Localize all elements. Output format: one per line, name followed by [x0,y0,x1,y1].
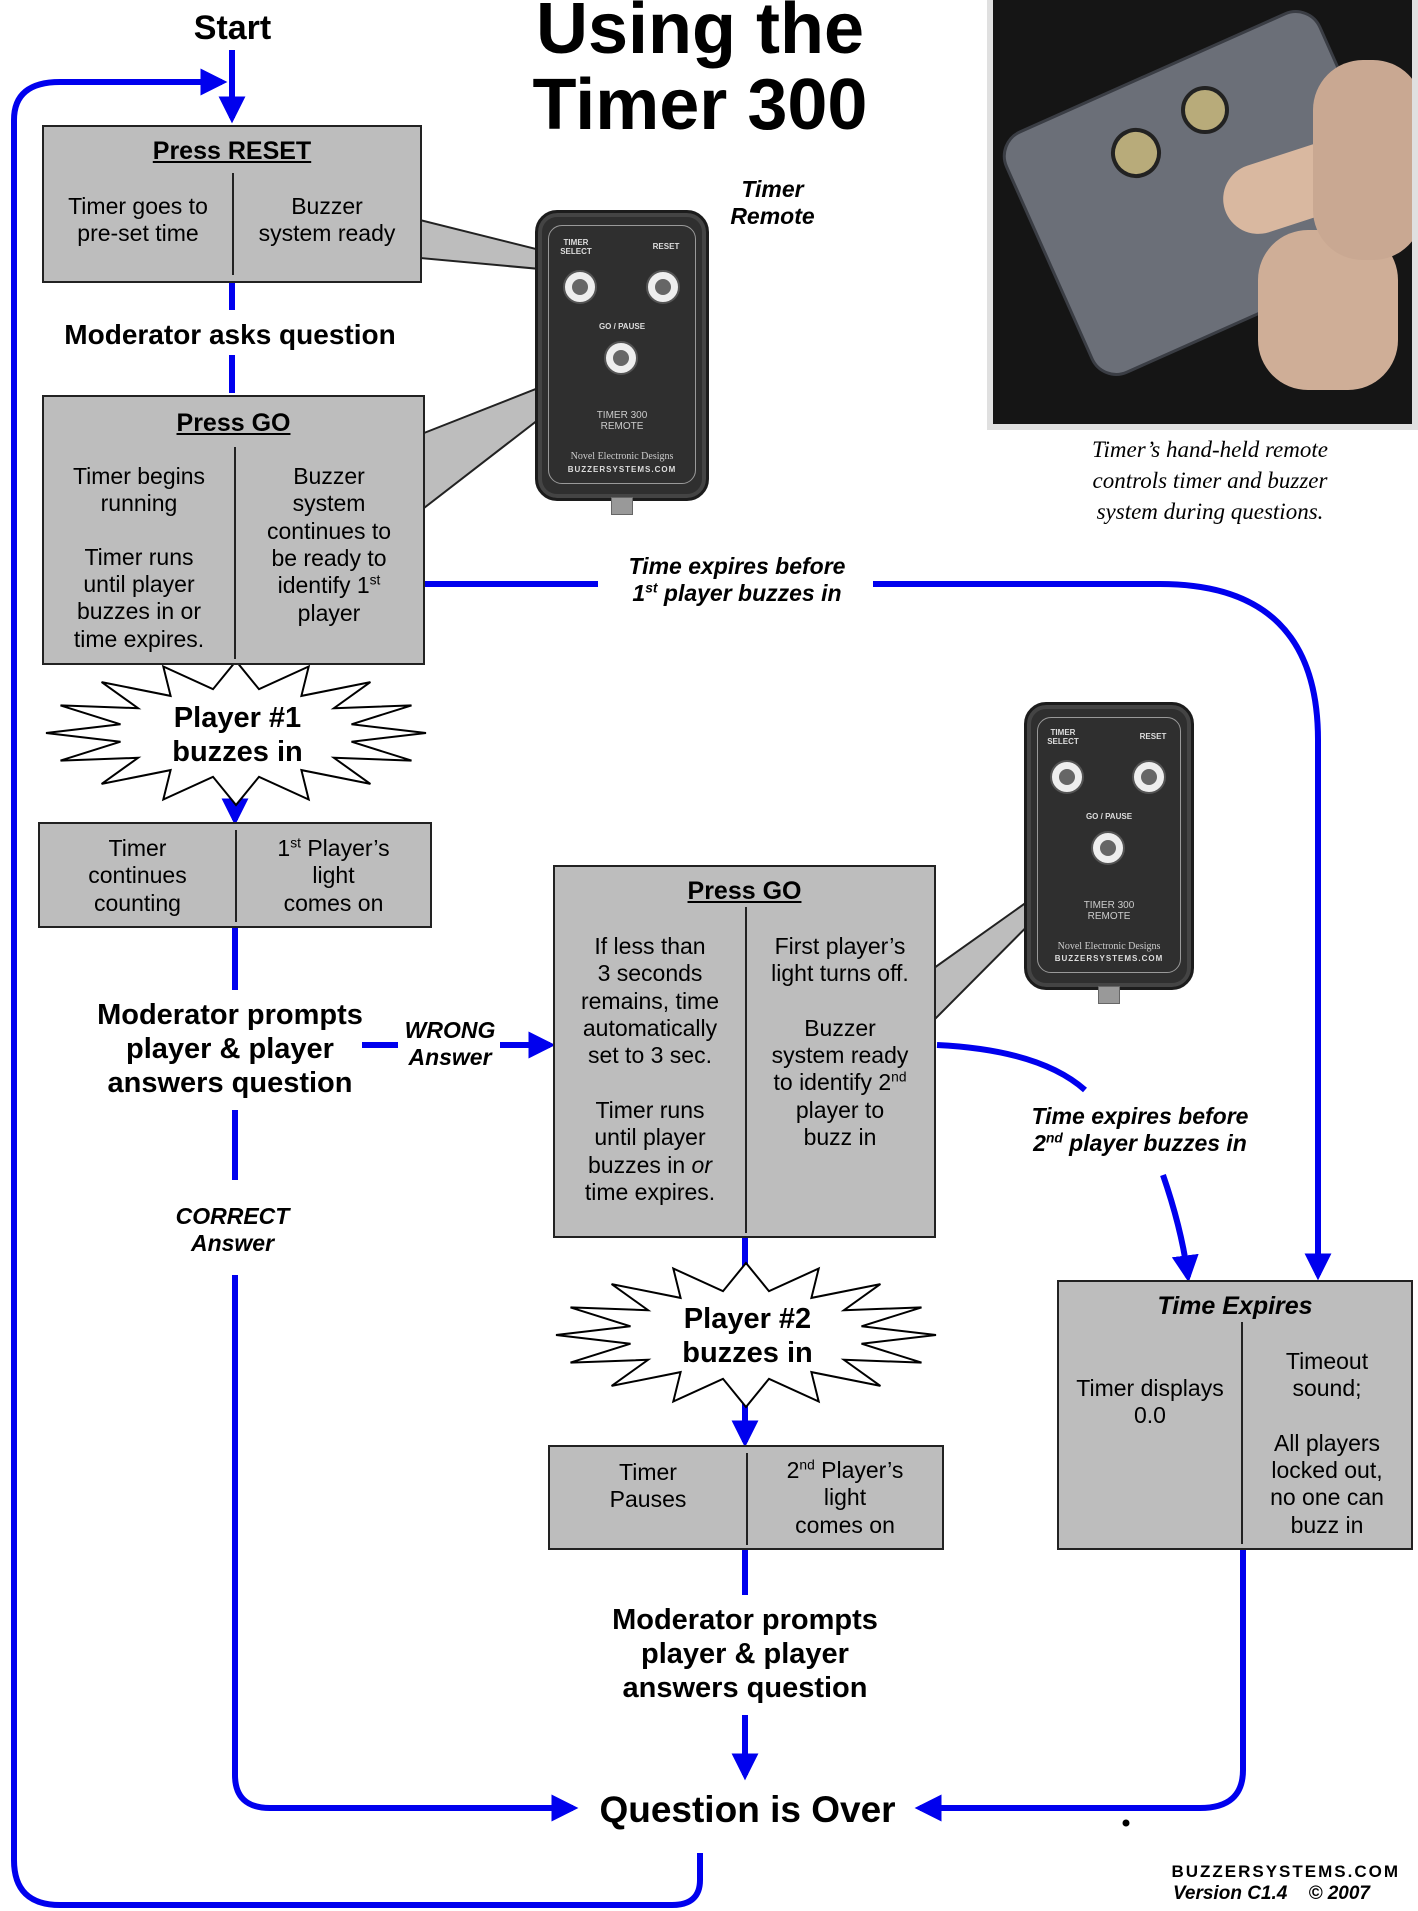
press-reset-header: Press RESET [152,137,312,165]
player2-burst-shape [555,1261,937,1409]
remote-maker-label: Novel Electronic Designs [570,451,674,462]
remote-reset-label: RESET [652,242,680,251]
title-line-1: Using the [535,0,864,69]
reset-button [1132,760,1166,794]
moderator-asks-question: Moderator asks question [64,319,396,350]
player1-burst-shape [45,659,427,807]
bullet-dot [1122,1819,1130,1827]
question-is-over: Question is Over [599,1789,896,1830]
go-pause-button [604,341,638,375]
remote-2-connector [1098,986,1120,1004]
hand-holding-remote-photo [987,0,1418,430]
footer-version: Version C1.4 © 2007 [1172,1883,1370,1904]
reset-button [646,270,680,304]
remote-timer-select-label: TIMER SELECT [560,238,592,256]
start-label: Start [193,9,272,47]
timer-select-button [563,270,597,304]
title-line-2: Timer 300 [532,64,868,145]
remote-label: Timer Remote [730,176,815,230]
go-pause-button [1091,831,1125,865]
page-title: Using the Timer 300 [485,0,915,143]
time-expires-label-2: Time expires before 2nd player buzzes in [1031,1103,1249,1157]
loop-return-line [11,68,703,1908]
remote-brand-label: BUZZERSYSTEMS.COM [567,465,677,474]
time-expires-label-1: Time expires before 1st player buzzes in [628,553,846,607]
photo-caption: Timer’s hand-held remote controls timer … [1092,437,1328,525]
timer-select-button [1050,760,1084,794]
remote-1-connector [611,497,633,515]
remote-go-pause-label: GO / PAUSE [598,322,646,331]
footer-brand: BUZZERSYSTEMS.COM [1171,1862,1400,1881]
